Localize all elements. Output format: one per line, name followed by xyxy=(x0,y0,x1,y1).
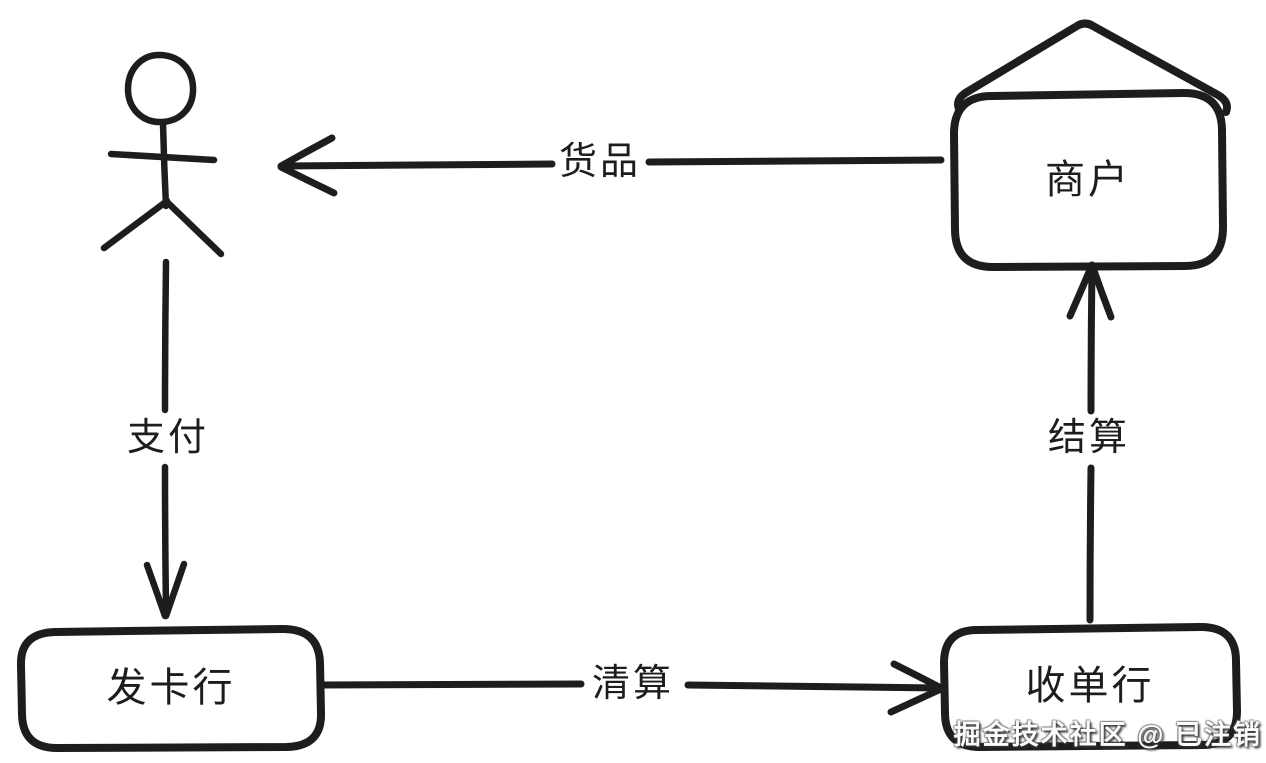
clearing-arrow xyxy=(318,660,945,716)
goods-arrow xyxy=(277,134,945,197)
clearing-arrow-label: 清算 xyxy=(591,663,675,705)
merchant-node-label: 商户 xyxy=(1045,158,1131,202)
merchant-house-icon xyxy=(950,19,1231,271)
payment-arrow xyxy=(143,258,188,620)
issuing-bank-node-label: 发卡行 xyxy=(106,666,236,710)
watermark-text: 掘金技术社区 @ 已注销 xyxy=(953,720,1262,750)
acquiring-bank-box xyxy=(940,623,1241,751)
goods-arrow-label: 货品 xyxy=(558,141,642,183)
settlement-arrow xyxy=(1066,261,1115,624)
issuing-bank-box xyxy=(16,625,326,752)
acquiring-bank-node-label: 收单行 xyxy=(1025,664,1155,708)
payment-arrow-label: 支付 xyxy=(126,417,210,459)
customer-person-icon xyxy=(100,51,225,258)
settlement-arrow-label: 结算 xyxy=(1047,417,1131,459)
